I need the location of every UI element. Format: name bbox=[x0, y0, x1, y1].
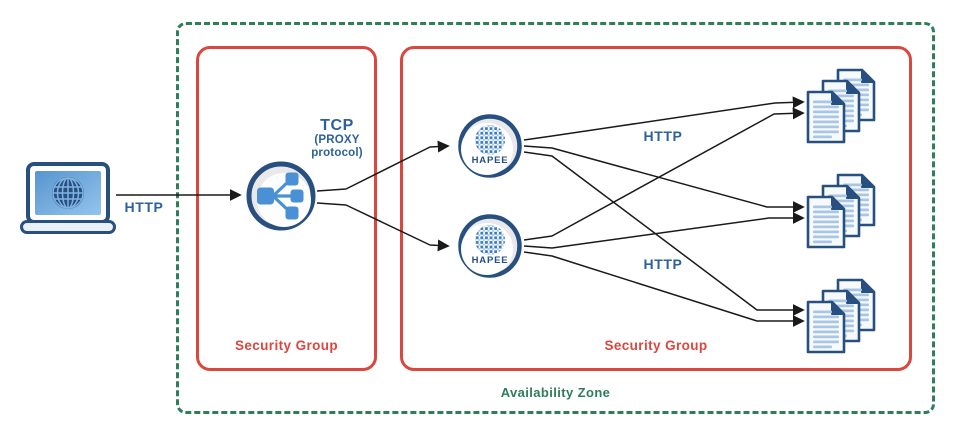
availability-zone-label: Availability Zone bbox=[500, 385, 611, 400]
document-stack-icon-3 bbox=[806, 278, 888, 356]
tcp-label-sub1: (PROXY bbox=[314, 134, 360, 147]
tcp-proxy-label: TCP (PROXY protocol) bbox=[293, 117, 381, 159]
availability-zone-box: Availability Zone bbox=[176, 22, 935, 414]
http-label-client: HTTP bbox=[124, 199, 164, 215]
load-balancer-icon bbox=[246, 161, 316, 231]
http-label-bottom: HTTP bbox=[643, 256, 683, 272]
tcp-label-sub2: protocol) bbox=[311, 146, 363, 159]
laptop-globe-icon bbox=[20, 162, 116, 236]
hapee-top-label: HAPEE bbox=[472, 155, 509, 166]
document-stack-icon-2 bbox=[806, 173, 888, 251]
security-group-right-label: Security Group bbox=[604, 338, 708, 353]
hapee-node-bottom-icon: HAPEE bbox=[457, 213, 523, 279]
http-label-top: HTTP bbox=[643, 128, 683, 144]
tcp-label-title: TCP bbox=[320, 117, 354, 134]
hapee-node-top-icon: HAPEE bbox=[457, 113, 523, 179]
hapee-bottom-label: HAPEE bbox=[472, 255, 509, 266]
security-group-left-label: Security Group bbox=[234, 338, 339, 353]
document-stack-icon-1 bbox=[806, 68, 888, 146]
